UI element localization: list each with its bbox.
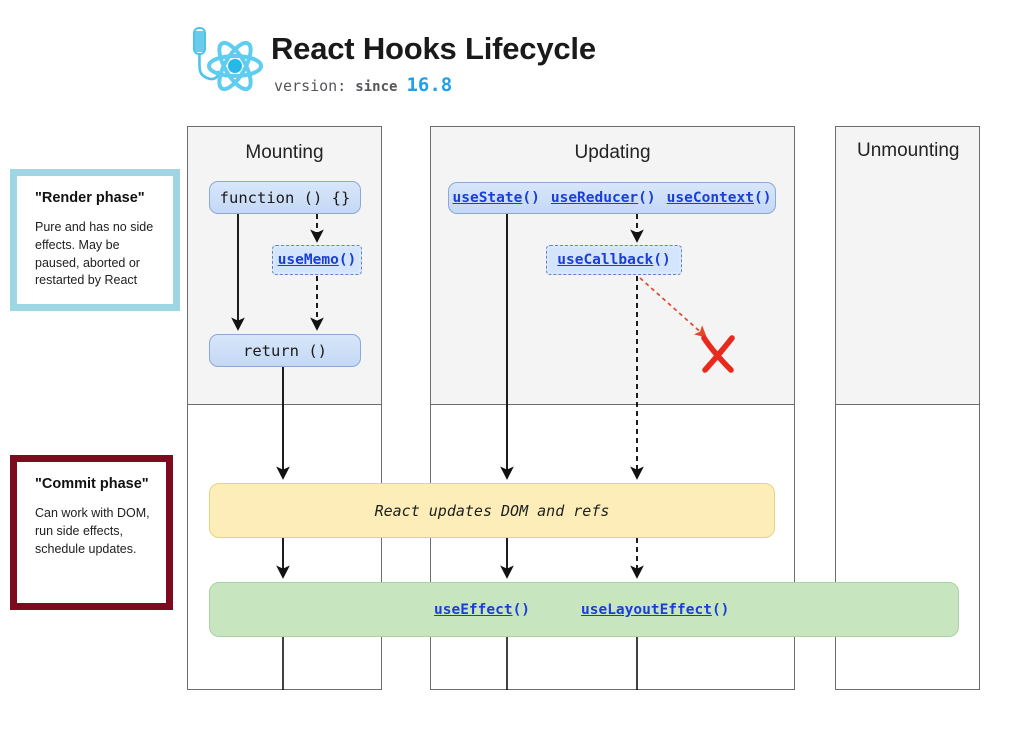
column-title-updating: Updating: [574, 142, 651, 163]
node-use-callback[interactable]: useCallback(): [546, 245, 682, 275]
use-state-label: useState: [452, 190, 523, 206]
use-context-link[interactable]: useContext(): [667, 190, 772, 206]
use-reducer-label: useReducer: [550, 190, 639, 206]
use-effect-parens: (): [512, 602, 531, 618]
use-state-link[interactable]: useState(): [453, 190, 540, 206]
use-context-parens: (): [753, 190, 772, 206]
use-callback-parens: (): [653, 252, 671, 268]
commit-phase-description: Can work with DOM, run side effects, sch…: [35, 506, 150, 556]
render-phase-callout: "Render phase" Pure and has no side effe…: [10, 169, 180, 311]
render-phase-title: "Render phase": [35, 190, 145, 206]
version-number: 16.8: [406, 74, 453, 96]
render-phase-description: Pure and has no side effects. May be pau…: [35, 220, 154, 288]
bar-react-updates-dom: React updates DOM and refs: [209, 483, 775, 538]
x-mark-icon: [700, 335, 736, 373]
use-memo-link[interactable]: useMemo(): [278, 252, 357, 268]
use-reducer-parens: (): [638, 190, 656, 206]
react-hook-logo-icon: [183, 22, 283, 102]
use-memo-parens: (): [338, 252, 357, 268]
commit-phase-title: "Commit phase": [35, 476, 149, 492]
use-layout-effect-parens: (): [711, 602, 730, 618]
commit-phase-callout: "Commit phase" Can work with DOM, run si…: [10, 455, 173, 610]
bar-effect-hooks: useEffect() useLayoutEffect(): [209, 582, 959, 637]
version-label: version:: [274, 77, 347, 95]
node-function-declaration[interactable]: function () {}: [209, 181, 361, 214]
node-return-statement[interactable]: return (): [209, 334, 361, 367]
use-effect-label: useEffect: [434, 602, 513, 618]
use-memo-label: useMemo: [277, 252, 339, 268]
use-reducer-link[interactable]: useReducer(): [551, 190, 656, 206]
use-layout-effect-link[interactable]: useLayoutEffect(): [581, 602, 729, 618]
use-state-parens: (): [522, 190, 540, 206]
use-callback-label: useCallback: [557, 252, 654, 268]
use-effect-link[interactable]: useEffect(): [434, 602, 530, 618]
node-state-hooks-row[interactable]: useState() useReducer() useContext(): [448, 182, 776, 214]
version-since-label: since: [355, 79, 398, 95]
column-unmounting-render-region: [835, 126, 980, 405]
version-line: version: since 16.8: [274, 74, 452, 96]
use-callback-link[interactable]: useCallback(): [557, 252, 671, 268]
column-title-unmounting: Unmounting: [857, 140, 960, 161]
node-use-memo[interactable]: useMemo(): [272, 245, 362, 275]
column-title-mounting: Mounting: [245, 142, 324, 163]
page-title: React Hooks Lifecycle: [271, 31, 596, 66]
use-layout-effect-label: useLayoutEffect: [581, 602, 712, 618]
use-context-label: useContext: [666, 190, 754, 206]
